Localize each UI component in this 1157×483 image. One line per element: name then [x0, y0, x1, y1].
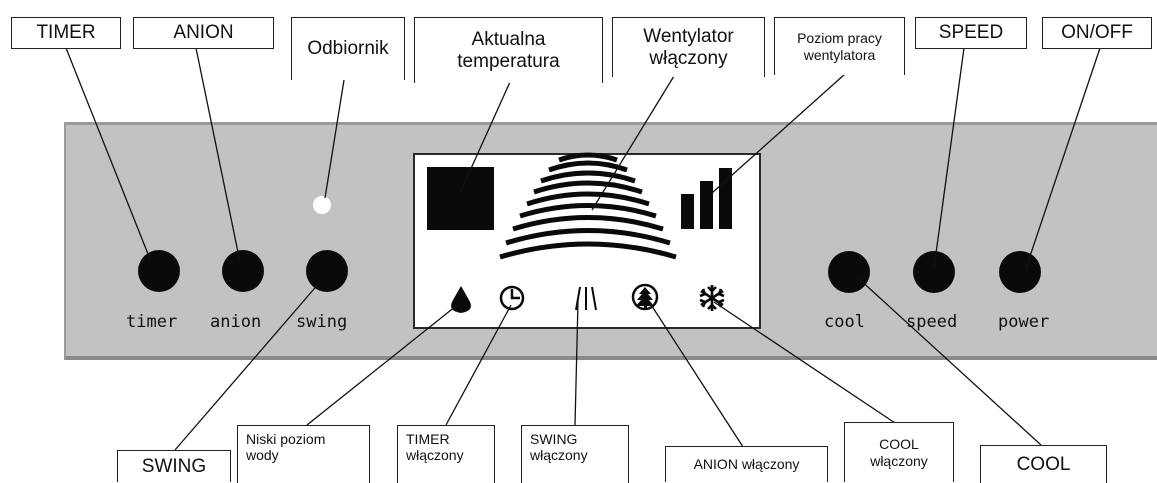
tree-icon — [631, 283, 659, 311]
water-drop-icon — [451, 286, 471, 313]
leader-temperature — [459, 81, 511, 194]
swing-icon — [575, 286, 597, 311]
leader-low-water — [306, 305, 457, 426]
cool-button-label: cool — [824, 312, 865, 332]
leader-cool-on — [713, 301, 899, 426]
ir-receiver — [313, 196, 331, 214]
snowflake-icon — [699, 285, 725, 311]
callout-anion-on: ANION włączony — [665, 446, 828, 482]
callout-low-water-line2: wody — [246, 447, 279, 464]
callout-low-water: Niski poziom wody — [237, 425, 370, 483]
callout-timer-on-line1: TIMER — [406, 431, 450, 447]
callout-onoff-text: ON/OFF — [1061, 22, 1133, 44]
fan-running-icon — [499, 152, 677, 260]
anion-button-label: anion — [210, 312, 262, 332]
callout-fan-level-line1: Poziom pracy — [797, 30, 882, 47]
callout-fan-level-line2: wentylatora — [803, 46, 876, 63]
callout-current-temperature: Aktualna temperatura — [414, 17, 603, 83]
callout-speed: SPEED — [915, 17, 1027, 49]
callout-cool-on-line2: włączony — [870, 452, 928, 469]
speed-button[interactable] — [913, 251, 955, 293]
fan-level-bar-1 — [681, 194, 694, 229]
leader-timer-on — [445, 304, 512, 426]
callout-fan-on: Wentylator włączony — [612, 17, 765, 77]
leader-anion — [195, 47, 241, 263]
callout-timer-on: TIMER włączony — [397, 425, 495, 483]
callout-receiver: Odbiornik — [291, 17, 405, 80]
callout-timer-text: TIMER — [36, 22, 96, 44]
leader-lines — [65, 47, 1101, 451]
leader-speed — [933, 47, 965, 269]
callout-onoff: ON/OFF — [1042, 17, 1152, 49]
callout-fan-on-line2: włączony — [649, 47, 728, 69]
anion-button[interactable] — [222, 250, 264, 292]
cool-button[interactable] — [828, 251, 870, 293]
leader-onoff — [1025, 47, 1101, 269]
timer-button-label: timer — [126, 312, 178, 332]
callout-swing-on-line1: SWING — [530, 431, 578, 447]
panel-bottom-edge — [64, 356, 1157, 360]
fan-level-bars — [681, 168, 732, 229]
leader-anion-on — [647, 299, 746, 451]
callout-anion-on-text: ANION włączony — [693, 456, 800, 473]
leader-cool — [856, 276, 1042, 446]
callout-timer-on-line2: włączony — [406, 447, 464, 464]
callout-current-temperature-line2: temperatura — [457, 50, 560, 72]
leader-swing-on — [574, 300, 579, 426]
leader-receiver — [324, 79, 345, 199]
callout-receiver-text: Odbiornik — [307, 38, 389, 60]
callout-fan-level: Poziom pracy wentylatora — [774, 17, 905, 75]
leader-fan — [591, 75, 675, 211]
swing-button-label: swing — [296, 312, 348, 332]
callout-swing-text: SWING — [141, 455, 207, 477]
panel-top-edge — [64, 122, 1157, 125]
callout-cool-on: COOL włączony — [844, 422, 954, 482]
callout-swing-on: SWING włączony — [521, 425, 629, 483]
callout-low-water-line1: Niski poziom — [246, 431, 326, 447]
leader-swing — [174, 281, 321, 451]
clock-icon — [499, 285, 525, 311]
callout-anion: ANION — [133, 17, 274, 49]
callout-swing-on-line2: włączony — [530, 447, 588, 464]
leader-fan-level — [711, 73, 846, 194]
callout-cool-on-line1: COOL — [879, 436, 919, 453]
panel-left-edge — [64, 122, 66, 360]
leader-timer — [65, 47, 151, 260]
callout-timer: TIMER — [11, 17, 121, 49]
timer-button[interactable] — [138, 250, 180, 292]
callout-speed-text: SPEED — [938, 22, 1004, 44]
callout-current-temperature-line1: Aktualna — [471, 28, 546, 50]
power-button-label: power — [998, 312, 1050, 332]
callout-anion-text: ANION — [173, 22, 234, 44]
callout-cool: COOL — [980, 445, 1107, 483]
callout-fan-on-line1: Wentylator — [643, 25, 734, 47]
callout-swing: SWING — [117, 450, 231, 482]
speed-button-label: speed — [906, 312, 958, 332]
swing-button[interactable] — [306, 250, 348, 292]
fan-level-bar-2 — [700, 181, 713, 229]
temperature-readout-icon — [427, 167, 494, 230]
callout-cool-text: COOL — [1016, 453, 1071, 475]
power-button[interactable] — [999, 251, 1041, 293]
